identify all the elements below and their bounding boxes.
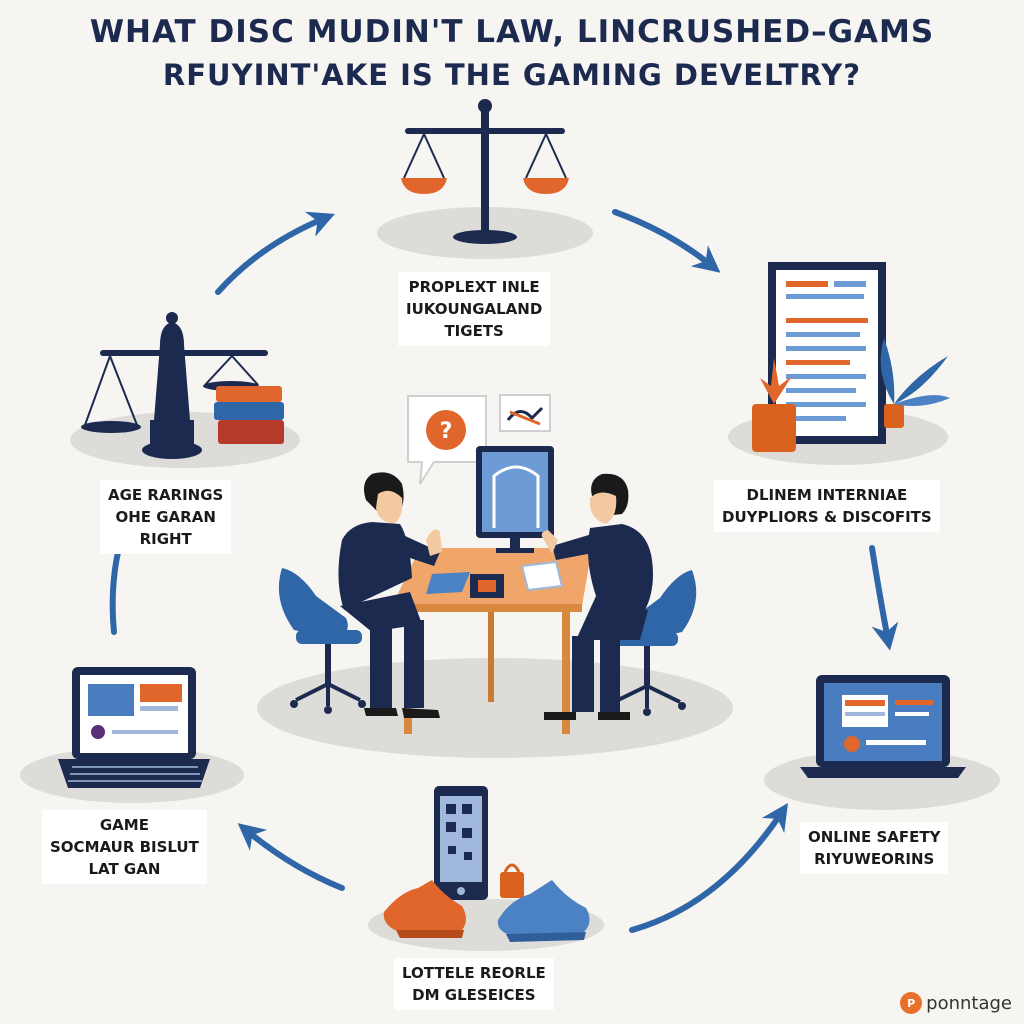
person-left [338,472,442,718]
left-chair [278,568,366,714]
node-left-top-line-2: OHE GARAN [115,508,216,526]
small-card-icon [499,394,551,432]
node-left-bottom-line-3: LAT GAN [88,860,161,878]
phone-and-sneakers-icon [368,786,604,951]
node-top-line-3: TIGETS [444,322,504,340]
node-label-top: PROPLEXT INLE IUKOUNGALAND TIGETS [398,272,551,346]
arrow-top-to-right-top [612,209,721,273]
brand-name: ponntage [926,992,1012,1014]
node-bottom-line-2: DM GLESEICES [412,986,536,1004]
node-label-right-top: DLINEM INTERNIAE DUYPLIORS & DISCOFITS [714,480,940,532]
scales-of-justice-icon [377,99,593,259]
arrow-bottom-to-right-bottom [629,803,788,933]
node-top-line-2: IUKOUNGALAND [406,300,543,318]
arrow-left-continue [109,549,121,635]
brand-logo-icon: P [900,992,923,1014]
diagram-title-line-1: WHAT DISC MUDIN'T LAW, LINCRUSHED–GAMS [89,14,935,50]
question-bubble: ? [407,395,487,485]
node-left-top-line-3: RIGHT [139,530,192,548]
node-right-top-line-1: DLINEM INTERNIAE [746,486,908,504]
person-right [541,473,653,720]
brand-watermark: P ponntage [900,992,1012,1014]
arrow-bottom-to-left-bottom [237,823,345,891]
node-right-top-line-2: DUYPLIORS & DISCOFITS [722,508,932,526]
meeting-scene: ? [257,394,733,758]
computer-monitor [476,446,554,553]
node-left-top-line-1: AGE RARINGS [108,486,224,504]
node-label-left-bottom: GAME SOCMAUR BISLUT LAT GAN [42,810,207,884]
desk-items [426,560,564,598]
node-left-bottom-line-1: GAME [99,816,149,834]
laptop-icon-right [764,675,1000,810]
node-label-bottom: LOTTELE REORLE DM GLESEICES [394,958,554,1010]
scales-and-books-icon [70,312,300,468]
arrow-left-top-to-top [215,211,335,295]
node-top-line-1: PROPLEXT INLE [408,278,540,296]
node-label-left-top: AGE RARINGS OHE GARAN RIGHT [100,480,232,554]
laptop-icon-left [20,667,244,803]
node-label-right-bottom: ONLINE SAFETY RIYUWEORINS [800,822,949,874]
node-right-bottom-line-1: ONLINE SAFETY [808,828,941,846]
document-with-plants-icon [728,262,950,465]
node-bottom-line-1: LOTTELE REORLE [402,964,546,982]
node-right-bottom-line-2: RIYUWEORINS [814,850,935,868]
node-left-bottom-line-2: SOCMAUR BISLUT [50,838,199,856]
diagram-title-line-2: RFUYINT'AKE IS THE GAMING DEVELTRY? [162,58,862,92]
cycle-arrows [109,209,899,933]
question-mark: ? [440,419,453,444]
arrow-right-top-to-right-bottom [869,545,899,651]
